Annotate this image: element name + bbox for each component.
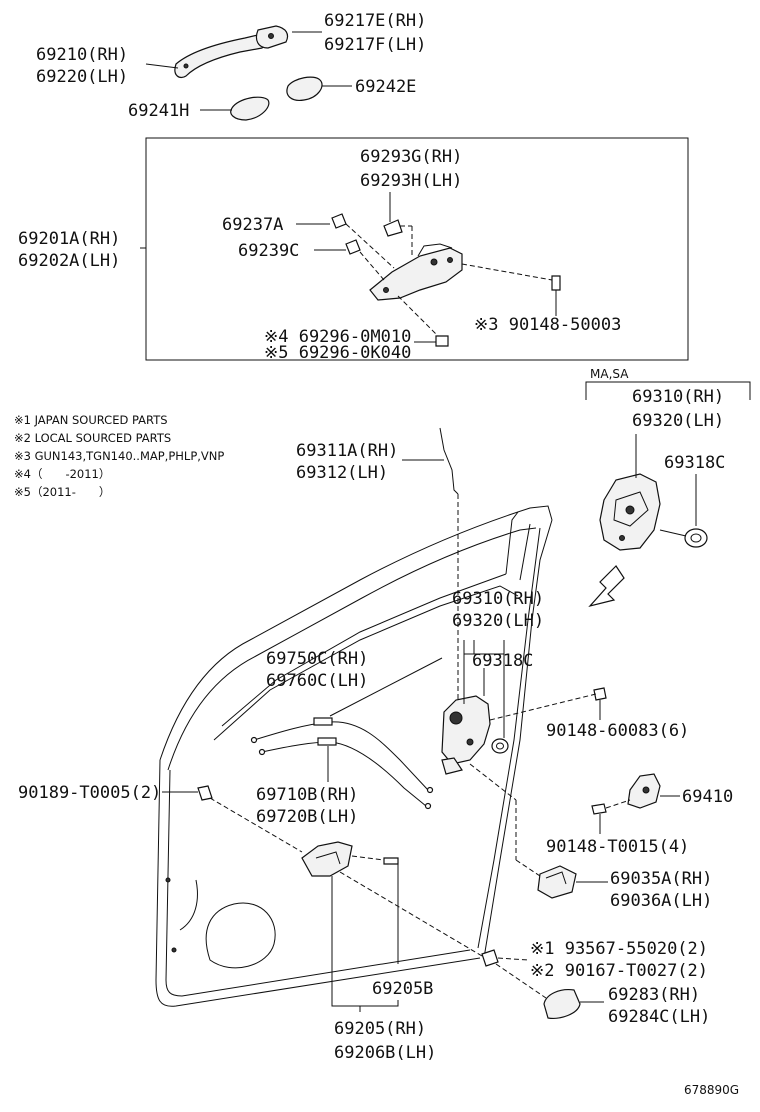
outside-handle-body xyxy=(174,33,268,79)
label-90167: ※2 90167-T0027(2) xyxy=(530,961,708,981)
label-90189-t0005: 90189-T0005(2) xyxy=(18,783,161,803)
part-labels: 69217E(RH) 69217F(LH) 69210(RH) 69220(LH… xyxy=(18,11,739,1097)
label-69242e: 69242E xyxy=(355,77,416,97)
note-3: ※3 GUN143,TGN140..MAP,PHLP,VNP xyxy=(14,449,224,463)
striker-group xyxy=(469,763,680,899)
label-69283: 69283(RH) xyxy=(608,985,700,1005)
label-69217f: 69217F(LH) xyxy=(324,35,426,55)
frame-assembly-box xyxy=(145,137,689,361)
label-90148-50003: ※3 90148-50003 xyxy=(474,315,621,335)
label-69205b: 69205B xyxy=(372,979,433,999)
label-69293h: 69293H(LH) xyxy=(360,171,462,191)
label-69310-top: 69310(RH) xyxy=(632,387,724,407)
cover-69283 xyxy=(543,989,581,1019)
notes-block: ※1 JAPAN SOURCED PARTS ※2 LOCAL SOURCED … xyxy=(14,413,224,499)
label-69239c: 69239C xyxy=(238,241,299,261)
handle-pad-69241h xyxy=(230,96,270,121)
note-1: ※1 JAPAN SOURCED PARTS xyxy=(14,413,168,427)
label-69206b: 69206B(LH) xyxy=(334,1043,436,1063)
handle-pad-69242e xyxy=(286,76,323,101)
screw-90148-50003 xyxy=(551,275,561,291)
door-lock-mid-group xyxy=(402,427,607,775)
screw-69296 xyxy=(435,335,449,347)
label-69710b: 69710B(RH) xyxy=(256,785,358,805)
label-69320-top: 69320(LH) xyxy=(632,411,724,431)
label-variant-ma-sa: MA,SA xyxy=(590,367,629,381)
label-69201a: 69201A(RH) xyxy=(18,229,120,249)
label-93567: ※1 93567-55020(2) xyxy=(530,939,708,959)
label-69296-0m010: ※4 69296-0M010 xyxy=(264,327,411,347)
label-69202a: 69202A(LH) xyxy=(18,251,120,271)
label-69237a: 69237A xyxy=(222,215,283,235)
label-69217e: 69217E(RH) xyxy=(324,11,426,31)
lock-rod-69311a xyxy=(439,427,459,495)
label-69312: 69312(LH) xyxy=(296,463,388,483)
label-90148-t0015: 90148-T0015(4) xyxy=(546,837,689,857)
pad-69239c xyxy=(345,239,361,255)
label-69750c: 69750C(RH) xyxy=(266,649,368,669)
screw-90148-60083 xyxy=(593,687,607,701)
bracket-69293 xyxy=(383,219,403,237)
label-69293g: 69293G(RH) xyxy=(360,147,462,167)
label-90148-60083: 90148-60083(6) xyxy=(546,721,689,741)
cable-69750c xyxy=(253,721,429,791)
label-69320-mid: 69320(LH) xyxy=(452,611,544,631)
outside-handle-group xyxy=(145,25,352,121)
note-4: ※4（ -2011） xyxy=(14,467,110,481)
label-69311a: 69311A(RH) xyxy=(296,441,398,461)
screw-90148-t0015 xyxy=(591,803,607,815)
label-69318c-mid: 69318C xyxy=(472,651,533,671)
label-69410: 69410 xyxy=(682,787,733,807)
pin-69205b xyxy=(383,857,399,865)
door-lock-assembly-mid xyxy=(441,695,491,765)
door-outline xyxy=(155,505,553,1007)
door-lock-ma-sa-group xyxy=(585,381,751,608)
label-69296-0k040: ※5 69296-0K040 xyxy=(264,343,411,363)
label-69318c-top: 69318C xyxy=(664,453,725,473)
inside-handle-69205 xyxy=(301,841,353,877)
label-69760c: 69760C(LH) xyxy=(266,671,368,691)
inside-handle-group xyxy=(162,785,604,1019)
clip-90189 xyxy=(197,785,213,801)
clip-69237a xyxy=(331,213,347,229)
handle-frame xyxy=(369,247,463,301)
label-69210: 69210(RH) xyxy=(36,45,128,65)
label-69035a: 69035A(RH) xyxy=(610,869,712,889)
label-69205: 69205(RH) xyxy=(334,1019,426,1039)
label-69220: 69220(LH) xyxy=(36,67,128,87)
note-2: ※2 LOCAL SOURCED PARTS xyxy=(14,431,171,445)
handle-frame-group xyxy=(140,192,561,347)
label-69284c: 69284C(LH) xyxy=(608,1007,710,1027)
arrow-icon xyxy=(588,565,625,608)
bracket-69035a xyxy=(537,865,577,899)
screw-93567 xyxy=(481,949,499,967)
cables-group xyxy=(250,657,443,810)
label-69310-mid: 69310(RH) xyxy=(452,589,544,609)
label-69036a: 69036A(LH) xyxy=(610,891,712,911)
diagram-code: 678890G xyxy=(684,1083,739,1097)
label-69241h: 69241H xyxy=(128,101,189,121)
label-69720b: 69720B(LH) xyxy=(256,807,358,827)
note-5: ※5（2011- ） xyxy=(14,485,110,499)
